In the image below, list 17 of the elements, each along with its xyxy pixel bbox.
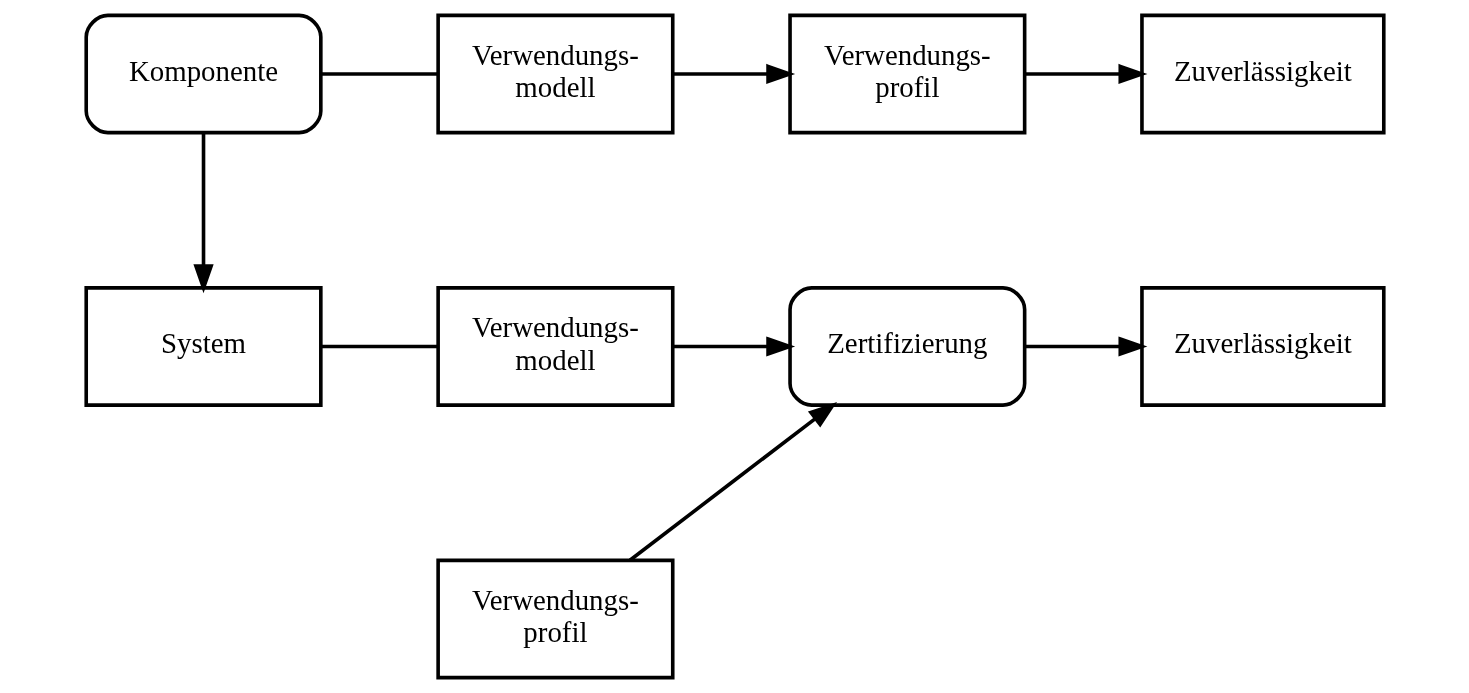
node-box: Verwendungs- modell (435, 13, 675, 135)
node-box: System (83, 286, 323, 407)
arrow (192, 132, 214, 294)
arrow (672, 63, 795, 85)
connector (320, 344, 438, 349)
node-box: Komponente (83, 13, 323, 135)
node-box: Verwendungs- modell (435, 286, 675, 407)
node-box: Verwendungs- profil (435, 558, 675, 680)
node-box: Zertifizierung (787, 286, 1026, 407)
arrow (1024, 63, 1147, 85)
node-box: Zuverlässigkeit (1139, 13, 1386, 135)
node-box: Zuverlässigkeit (1139, 286, 1386, 407)
node-box: Verwendungs- profil (787, 13, 1026, 135)
arrow (628, 402, 837, 562)
connector (320, 72, 438, 76)
arrow (1024, 336, 1147, 357)
arrow (672, 336, 795, 357)
